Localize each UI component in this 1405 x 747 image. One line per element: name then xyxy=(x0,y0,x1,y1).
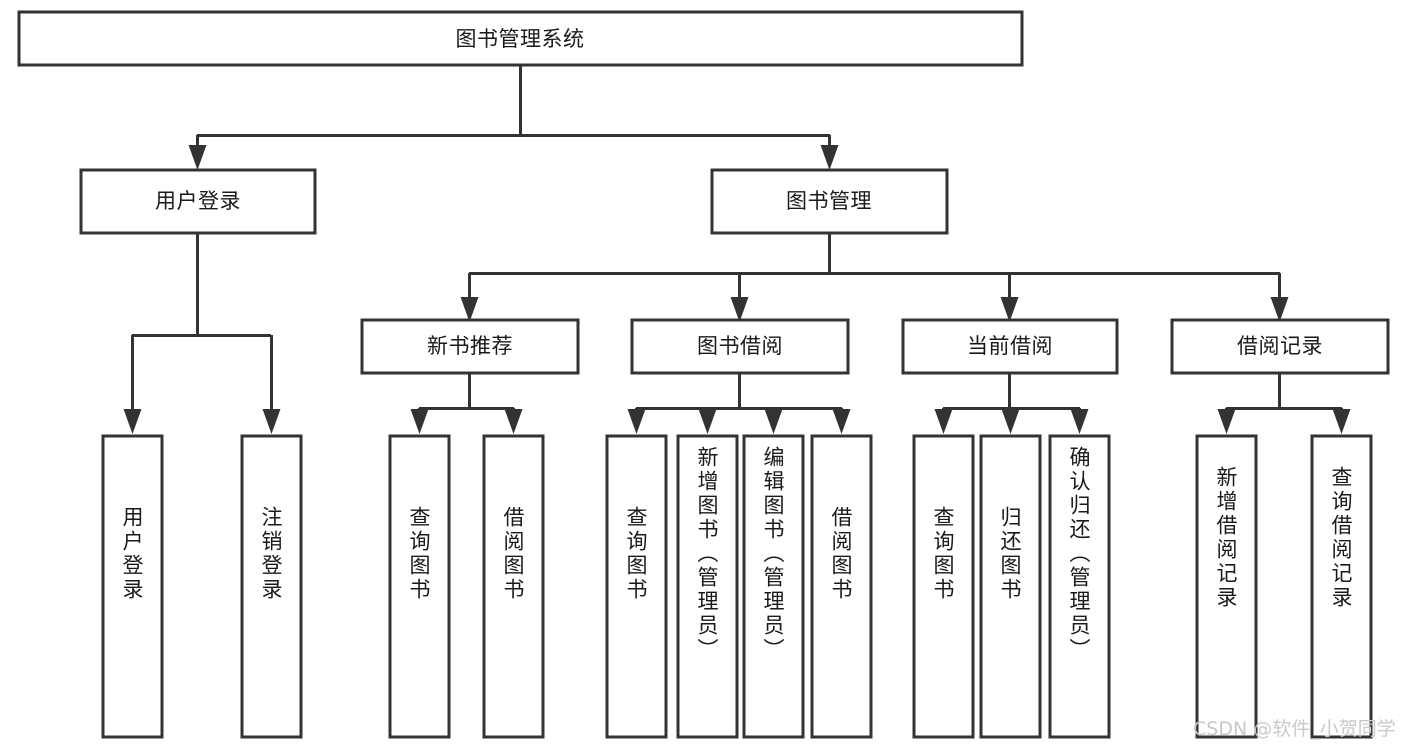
node-book-management[interactable]: 图书管理 xyxy=(710,168,949,235)
node-leaf-return-book-label: 归还图书 xyxy=(998,506,1022,602)
arrowhead-leaf-query-book-2 xyxy=(627,409,646,434)
arrowhead-leaf-borrow-book-1 xyxy=(504,409,523,434)
arrowhead-leaf-edit-book-admin xyxy=(764,409,783,434)
arrowhead-leaf-add-book-admin xyxy=(698,409,717,434)
node-user-login-label: 用户登录 xyxy=(155,189,241,213)
node-leaf-add-book-admin-label: 新增图书（管理员） xyxy=(695,446,719,662)
node-leaf-return-book[interactable]: 归还图书 xyxy=(979,434,1042,739)
node-leaf-edit-book-admin[interactable]: 编辑图书（管理员） xyxy=(742,434,805,739)
node-leaf-confirm-return-admin-label: 确认归还（管理员） xyxy=(1067,446,1091,662)
node-borrow-record-label: 借阅记录 xyxy=(1237,334,1323,358)
node-borrow-record[interactable]: 借阅记录 xyxy=(1170,318,1390,375)
node-leaf-borrow-book-1-label: 借阅图书 xyxy=(501,506,525,602)
node-root[interactable]: 图书管理系统 xyxy=(17,10,1024,67)
node-leaf-borrow-book-2-label: 借阅图书 xyxy=(829,506,853,602)
node-leaf-query-book-2[interactable]: 查询图书 xyxy=(605,434,668,739)
arrowhead-leaf-query-book-1 xyxy=(410,409,429,434)
node-leaf-user-login-label: 用户登录 xyxy=(120,506,144,602)
node-new-book-recommend-label: 新书推荐 xyxy=(427,334,513,358)
arrowhead-leaf-query-book-3 xyxy=(934,409,953,434)
node-leaf-add-borrow-record-label: 新增借阅记录 xyxy=(1214,466,1238,610)
node-leaf-query-borrow-record-label: 查询借阅记录 xyxy=(1329,466,1353,610)
arrowhead-leaf-add-borrow-record xyxy=(1217,409,1236,434)
arrowhead-leaf-logout-login xyxy=(262,409,281,434)
arrowhead-leaf-borrow-book-2 xyxy=(832,409,851,434)
node-leaf-query-book-3[interactable]: 查询图书 xyxy=(912,434,975,739)
node-leaf-query-borrow-record[interactable]: 查询借阅记录 xyxy=(1310,434,1373,739)
node-leaf-query-book-2-label: 查询图书 xyxy=(624,506,648,602)
node-book-borrow-label: 图书借阅 xyxy=(697,334,783,358)
node-leaf-confirm-return-admin[interactable]: 确认归还（管理员） xyxy=(1048,434,1111,739)
node-book-borrow[interactable]: 图书借阅 xyxy=(630,318,850,375)
arrowhead-leaf-return-book xyxy=(1001,409,1020,434)
node-leaf-logout-login-label: 注销登录 xyxy=(259,506,283,602)
node-leaf-borrow-book-1[interactable]: 借阅图书 xyxy=(482,434,545,739)
node-leaf-query-book-3-label: 查询图书 xyxy=(931,506,955,602)
connector-layer xyxy=(123,65,1351,434)
node-leaf-user-login[interactable]: 用户登录 xyxy=(101,434,164,739)
node-current-borrow-label: 当前借阅 xyxy=(967,334,1053,358)
node-root-label: 图书管理系统 xyxy=(456,27,585,51)
node-leaf-add-book-admin[interactable]: 新增图书（管理员） xyxy=(676,434,739,739)
node-leaf-query-book-1-label: 查询图书 xyxy=(407,506,431,602)
node-leaf-query-book-1[interactable]: 查询图书 xyxy=(388,434,451,739)
arrowhead-leaf-user-login xyxy=(123,409,142,434)
node-leaf-logout-login[interactable]: 注销登录 xyxy=(240,434,303,739)
node-leaf-add-borrow-record[interactable]: 新增借阅记录 xyxy=(1195,434,1258,739)
arrowhead-leaf-confirm-return-admin xyxy=(1070,409,1089,434)
node-user-login[interactable]: 用户登录 xyxy=(79,168,317,235)
arrowhead-borrow-record xyxy=(1270,297,1289,322)
arrowhead-user-login xyxy=(188,145,207,170)
node-leaf-edit-book-admin-label: 编辑图书（管理员） xyxy=(761,446,785,662)
arrowhead-current-borrow xyxy=(1000,297,1019,322)
node-current-borrow[interactable]: 当前借阅 xyxy=(901,318,1119,375)
arrowhead-book-borrow xyxy=(730,297,749,322)
node-book-management-label: 图书管理 xyxy=(786,189,872,213)
node-leaf-borrow-book-2[interactable]: 借阅图书 xyxy=(810,434,873,739)
arrowhead-leaf-query-borrow-record xyxy=(1332,409,1351,434)
arrowhead-new-book-recommend xyxy=(460,297,479,322)
node-new-book-recommend[interactable]: 新书推荐 xyxy=(360,318,580,375)
arrowhead-book-management xyxy=(820,145,839,170)
